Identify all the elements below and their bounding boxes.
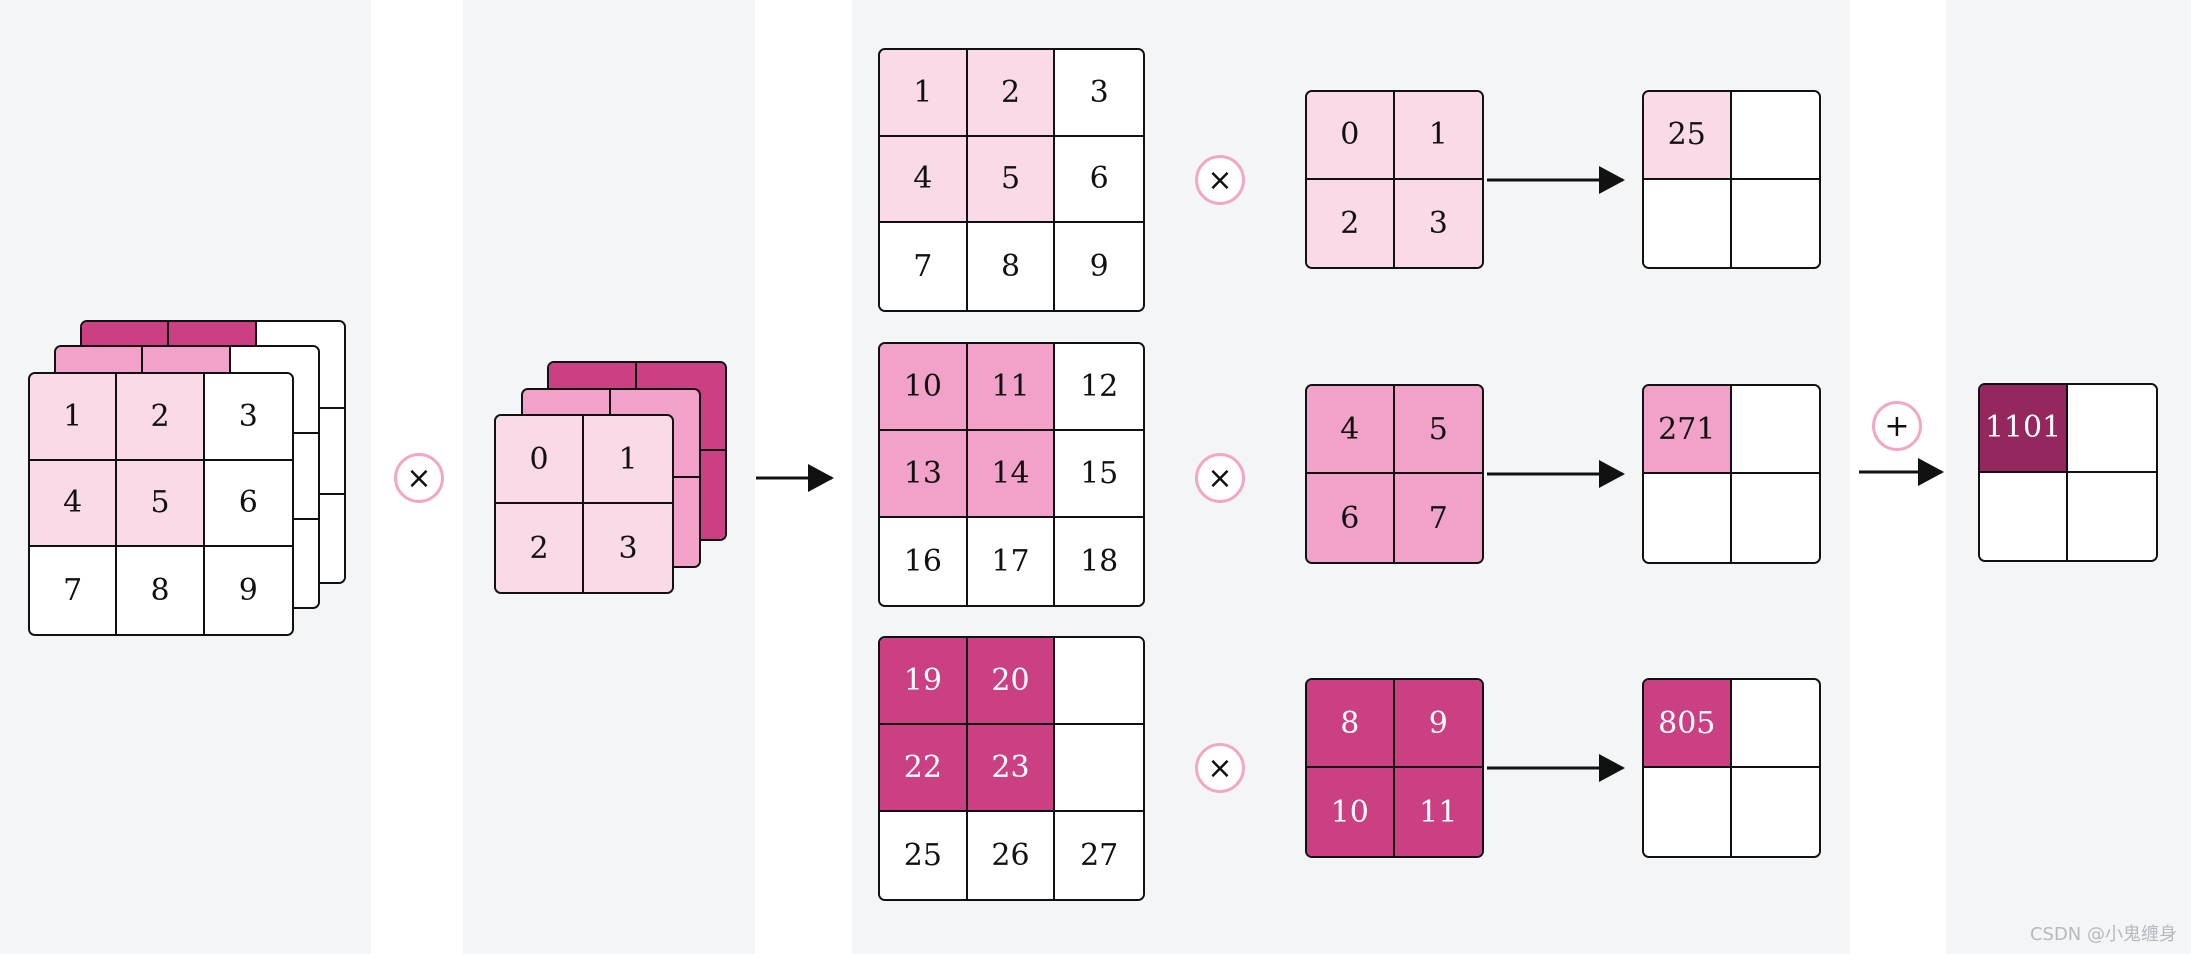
input-cell: 8 [117,547,205,634]
add-operator: + [1872,401,1922,451]
input-stack-front: 1 2 3 4 5 6 7 8 9 [28,372,294,636]
output-cell: 805 [1644,680,1732,768]
kernel-cell: 4 [1307,386,1395,474]
input-cell: 6 [1055,136,1143,224]
input-cell: 6 [204,460,292,548]
input-cell: 26 [967,812,1056,899]
output-cell [1731,680,1819,768]
channel-1-input: 1 2 3 4 5 6 7 8 9 [878,48,1145,312]
input-cell: 9 [1055,223,1143,310]
output-cell [1731,474,1819,562]
result-cell [2068,472,2156,560]
input-cell: 5 [967,136,1056,224]
input-cell: 7 [880,223,968,310]
kernel-cell: 9 [1394,680,1482,768]
input-cell: 13 [880,431,968,518]
input-cell: 12 [1055,344,1143,431]
output-cell [1644,474,1732,562]
input-cell: 14 [967,431,1056,518]
output-cell [1731,768,1819,856]
input-cell: 5 [117,460,205,548]
multiply-operator: × [1195,155,1245,205]
output-cell: 25 [1644,92,1732,180]
input-cell: 27 [1055,812,1143,899]
output-cell [1644,768,1732,856]
result-grid: 1101 [1978,383,2158,562]
input-cell: 23 [967,725,1056,812]
kernel-cell: 6 [1307,474,1395,562]
kernel-cell: 1 [1394,92,1482,180]
input-cell: 18 [1055,518,1143,605]
input-cell: 7 [30,547,118,634]
output-cell: 271 [1644,386,1732,474]
input-cell: 11 [967,344,1056,431]
channel-1-kernel: 0 1 2 3 [1305,90,1484,269]
multiply-operator: × [1195,743,1245,793]
channel-2-input: 10 11 12 13 14 15 16 17 18 [878,342,1145,607]
input-cell [1055,725,1143,812]
input-cell [1055,638,1143,725]
multiply-operator: × [1195,453,1245,503]
input-cell: 2 [117,374,205,461]
channel-2-output: 271 [1642,384,1821,564]
output-cell [1731,92,1819,180]
channel-1-output: 25 [1642,90,1821,269]
kernel-cell: 3 [584,504,672,592]
kernel-cell: 1 [584,416,672,504]
output-cell [1644,179,1732,267]
result-cell: 1101 [1980,385,2068,473]
kernel-cell: 2 [496,504,584,592]
kernel-cell: 0 [1307,92,1395,180]
result-cell [2068,385,2156,473]
channel-3-kernel: 8 9 10 11 [1305,678,1484,858]
input-cell: 1 [30,374,118,461]
channel-3-input: 19 20 22 23 25 26 27 [878,636,1145,901]
kernel-cell: 7 [1394,474,1482,562]
input-cell: 3 [1055,50,1143,137]
kernel-cell: 5 [1394,386,1482,474]
output-cell [1731,386,1819,474]
kernel-cell: 0 [496,416,584,504]
input-cell: 16 [880,518,968,605]
input-cell: 1 [880,50,968,137]
kernel-cell: 3 [1394,179,1482,267]
kernel-cell: 10 [1307,768,1395,856]
input-cell: 19 [880,638,968,725]
input-cell: 3 [204,374,292,461]
input-cell: 15 [1055,431,1143,518]
channel-3-output: 805 [1642,678,1821,858]
input-cell: 10 [880,344,968,431]
kernel-cell: 2 [1307,179,1395,267]
input-cell: 4 [30,460,118,548]
input-cell: 8 [967,223,1056,310]
kernel-stack-front: 0 1 2 3 [494,414,674,594]
kernel-cell: 11 [1394,768,1482,856]
input-cell: 22 [880,725,968,812]
input-cell: 4 [880,136,968,224]
multiply-operator: × [394,453,444,503]
input-cell: 17 [967,518,1056,605]
input-cell: 20 [967,638,1056,725]
input-cell: 25 [880,812,968,899]
watermark: CSDN @小鬼缠身 [2029,924,2177,945]
channel-2-kernel: 4 5 6 7 [1305,384,1484,564]
kernel-cell: 8 [1307,680,1395,768]
output-cell [1731,179,1819,267]
input-cell: 9 [204,547,292,634]
result-cell [1980,472,2068,560]
input-cell: 2 [967,50,1056,137]
